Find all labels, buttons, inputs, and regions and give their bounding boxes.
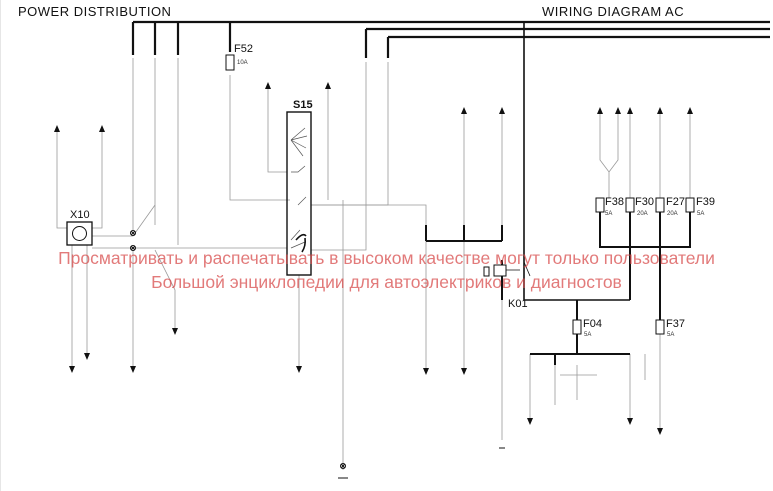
f37-label: F37: [666, 318, 685, 330]
fuse-f38-body: [595, 197, 605, 213]
f39-rating: 5A: [697, 211, 705, 217]
fuse-f04-body: [572, 319, 582, 335]
fuse-f39-body: [685, 197, 695, 213]
watermark-line-1: Просматривать и распечатывать в высоком …: [58, 248, 715, 268]
relay-k01-coil: [493, 264, 507, 277]
f04-label: F04: [583, 318, 602, 330]
f27-label: F27: [666, 196, 685, 208]
f30-label: F30: [635, 196, 654, 208]
x10-label: X10: [70, 209, 90, 221]
f37-rating: 5A: [667, 332, 675, 338]
f04-rating: 5A: [584, 332, 592, 338]
f27-rating: 20A: [667, 211, 678, 217]
k01-label: K01: [508, 298, 528, 310]
f38-rating: 5A: [605, 211, 613, 217]
s15-label: S15: [293, 99, 313, 111]
f52-rating: 10A: [237, 60, 248, 66]
fuse-f37-body: [655, 319, 665, 335]
power-distribution-title: POWER DISTRIBUTION: [18, 4, 172, 19]
wiring-diagram-title: WIRING DIAGRAM AC: [542, 4, 685, 19]
f52-label: F52: [234, 43, 253, 55]
switch-s15-body: [286, 111, 312, 276]
fuse-f27-body: [655, 197, 665, 213]
f39-label: F39: [696, 196, 715, 208]
watermark-line-2: Большой энциклопедии для автоэлектриков …: [151, 272, 622, 292]
fuse-f30-body: [625, 197, 635, 213]
fuse-f52-body: [225, 54, 235, 71]
f38-label: F38: [605, 196, 624, 208]
bus-vertical: [523, 22, 630, 301]
f30-rating: 20A: [637, 211, 648, 217]
x10-body: [66, 221, 93, 246]
